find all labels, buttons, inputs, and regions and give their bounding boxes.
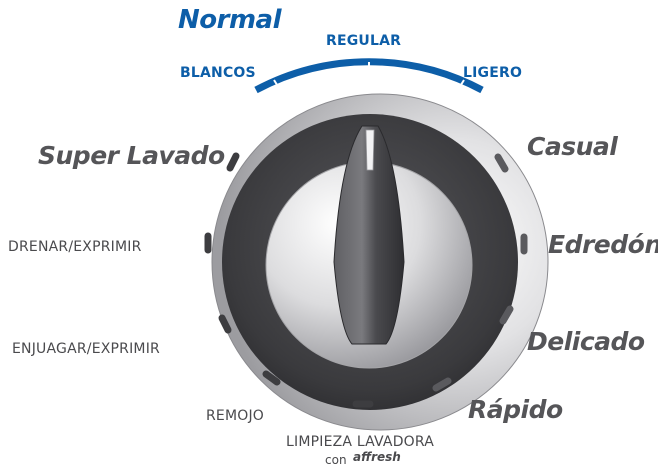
label-ligero[interactable]: LIGERO (463, 65, 523, 81)
label-casual[interactable]: Casual (527, 132, 618, 161)
label-drenar-exprimir[interactable]: DRENAR/EXPRIMIR (8, 239, 142, 255)
normal-range-arc (254, 58, 484, 94)
arc-tick-right (458, 79, 465, 89)
label-delicado[interactable]: Delicado (527, 327, 645, 356)
label-super-lavado[interactable]: Super Lavado (38, 141, 225, 170)
label-edredon[interactable]: Edredón (548, 230, 658, 259)
marker-rapido (432, 377, 452, 392)
label-remojo[interactable]: REMOJO (206, 408, 265, 424)
marker-super-lavado (226, 152, 240, 172)
marker-delicado (499, 305, 514, 325)
affresh-brand-logo: affresh (353, 450, 401, 464)
dial-position-markers (204, 152, 528, 408)
label-enjuagar-exprimir[interactable]: ENJUAGAR/EXPRIMIR (12, 341, 160, 357)
label-blancos[interactable]: BLANCOS (180, 65, 256, 81)
dial-pointer-indicator (365, 129, 375, 171)
normal-title: Normal (178, 5, 282, 35)
marker-casual (494, 153, 509, 173)
marker-remojo (262, 370, 281, 386)
label-con: con (325, 453, 347, 467)
dial-knob-grip[interactable] (333, 125, 405, 345)
label-limpieza-lavadora[interactable]: LIMPIEZA LAVADORA (286, 434, 435, 450)
label-regular[interactable]: REGULAR (326, 33, 402, 49)
arc-tick-left (273, 79, 280, 89)
label-rapido[interactable]: Rápido (468, 395, 563, 424)
marker-enjuagar (218, 314, 232, 334)
